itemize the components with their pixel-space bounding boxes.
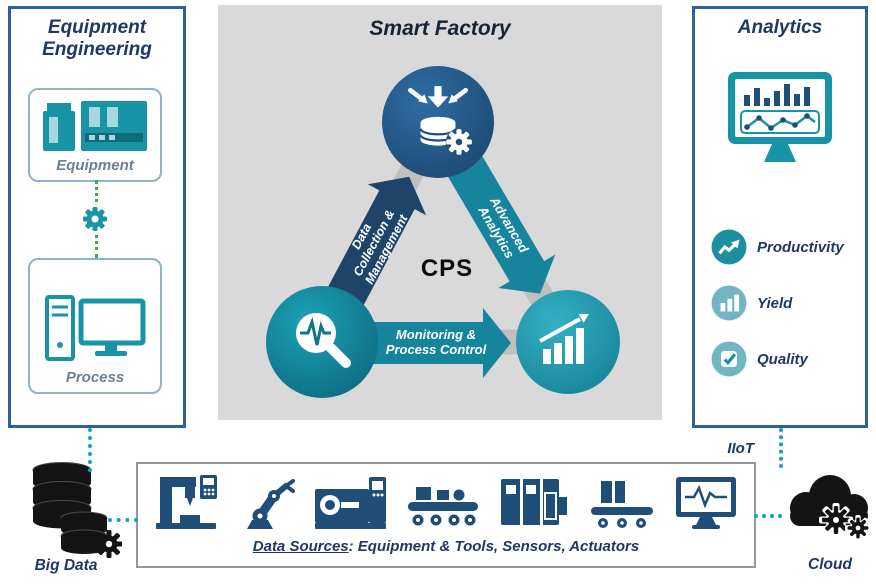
gear-icon [845, 515, 871, 541]
data-sources-caption-title: Data Sources [252, 538, 349, 555]
process-box: Process [28, 258, 162, 394]
data-sources-caption: Data Sources: Equipment & Tools, Sensors… [138, 538, 754, 555]
analytics-panel: Analytics [692, 6, 868, 428]
analytics-title: Analytics [737, 17, 823, 38]
iiot-label: IIoT [727, 440, 754, 457]
connector-right-vertical [779, 428, 783, 468]
cnc-machine-icon [156, 475, 217, 529]
conveyor-icon [407, 487, 478, 526]
process-label: Process [65, 369, 125, 386]
cloud-icon [780, 468, 876, 559]
process-computer-icon [45, 295, 146, 361]
monitoring-display-icon [675, 477, 736, 529]
equipment-machines-icon [43, 101, 147, 151]
robot-arm-icon [247, 479, 296, 529]
monitoring-arrow [361, 308, 511, 378]
smart-factory-title: Smart Factory [369, 17, 511, 40]
equipment-label: Equipment [56, 157, 134, 174]
cps-triangle [309, 109, 581, 378]
quality-label: Quality [757, 350, 808, 368]
data-sources-caption-rest: : Equipment & Tools, Sensors, Actuators [348, 538, 640, 555]
data-collection-arrow [321, 176, 427, 319]
connector-box-cloud [754, 514, 782, 518]
bar-chart-growth-icon [539, 313, 589, 364]
monitoring-node [266, 286, 378, 398]
gear-icon [95, 530, 123, 558]
equipment-engineering-panel: Equipment Engineering Equipment [8, 6, 186, 428]
monitoring-arrow-label: Monitoring & Process Control [385, 327, 487, 357]
gear-icon [819, 503, 853, 537]
integration-gear-icon [81, 205, 109, 233]
smart-factory-panel: Smart Factory [218, 5, 662, 420]
industrial-equipment-icon [501, 479, 568, 525]
connector-bigdata-box [108, 518, 138, 522]
equipment-engineering-title: Equipment Engineering [42, 17, 152, 61]
metric-quality: Quality [711, 339, 808, 379]
yield-bars-icon [711, 285, 747, 321]
data-sources-box: Data Sources: Equipment & Tools, Sensors… [136, 462, 756, 568]
cloud-label: Cloud [808, 556, 852, 573]
data-sources-icons [138, 464, 754, 534]
equipment-box: Equipment [28, 88, 162, 182]
metric-productivity: Productivity [711, 227, 844, 267]
machining-center-icon [314, 477, 386, 529]
database-collect-icon [408, 86, 473, 156]
advanced-analytics-arrow [446, 154, 556, 294]
magnifier-pulse-icon [296, 313, 351, 368]
yield-label: Yield [757, 294, 793, 312]
connector-left-vertical [88, 428, 92, 472]
conveyor-box-icon [590, 481, 653, 528]
big-data-icon [22, 460, 123, 565]
quality-check-icon [711, 341, 747, 377]
data-collection-node [382, 66, 494, 178]
analytics-node [516, 290, 620, 394]
gear-icon [446, 129, 472, 155]
productivity-trend-icon [711, 229, 747, 265]
productivity-label: Productivity [757, 238, 844, 256]
metric-yield: Yield [711, 283, 792, 323]
cps-label: CPS [420, 255, 474, 282]
analytics-monitor-icon [720, 70, 840, 175]
big-data-label: Big Data [34, 557, 98, 574]
